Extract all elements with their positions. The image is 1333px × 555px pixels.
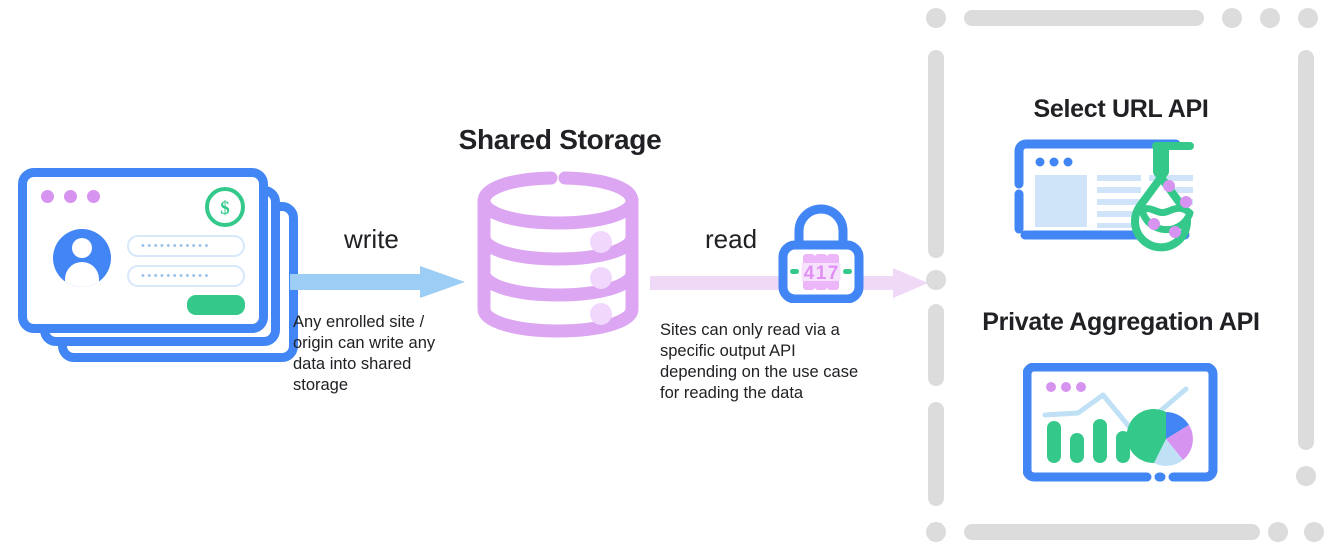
panel-border-dash	[964, 524, 1260, 540]
panel-border-dash	[928, 50, 944, 258]
panel-border-dot	[1296, 466, 1316, 486]
window-dot-3	[87, 190, 100, 203]
browser-flask-icon	[1013, 138, 1228, 258]
window-dot-2	[64, 190, 77, 203]
read-description: Sites can only read via a specific outpu…	[660, 321, 859, 402]
panel-border-dot	[1304, 522, 1324, 542]
window-dot-1	[41, 190, 54, 203]
panel-border-dash	[964, 10, 1204, 26]
panel-border-dot	[1222, 8, 1242, 28]
write-label: write	[344, 224, 399, 254]
svg-text:7: 7	[828, 263, 839, 284]
panel-border-dot	[1260, 8, 1280, 28]
source-site-card-stack: $ ••••••••••• •••••••••••	[18, 168, 298, 363]
window-dots	[41, 190, 100, 203]
padlock-icon: 4 1 7	[777, 203, 865, 304]
password-field-2[interactable]: •••••••••••	[127, 265, 245, 287]
password-field-1[interactable]: •••••••••••	[127, 235, 245, 257]
user-avatar-icon	[53, 229, 111, 287]
shared-storage-title: Shared Storage	[458, 124, 662, 155]
dollar-coin-icon: $	[205, 187, 245, 227]
select-url-api-title: Select URL API	[1033, 95, 1209, 123]
panel-border-dot	[1268, 522, 1288, 542]
submit-button[interactable]	[187, 295, 245, 315]
svg-text:4: 4	[804, 263, 815, 284]
read-label: read	[705, 224, 758, 254]
write-arrow	[290, 266, 465, 303]
panel-border-dot	[926, 522, 946, 542]
write-description: Any enrolled site / origin can write any…	[293, 313, 436, 394]
panel-border-dot	[1298, 8, 1318, 28]
private-aggregation-api-title: Private Aggregation API	[982, 308, 1260, 336]
output-apis-panel: Select URL API	[918, 8, 1324, 548]
panel-border-dash	[928, 304, 944, 386]
panel-border-dot	[926, 8, 946, 28]
shared-storage-cylinder-icon	[468, 165, 648, 345]
panel-border-dash	[928, 402, 944, 506]
browser-chart-icon	[1022, 362, 1221, 493]
panel-border-dot	[926, 270, 946, 290]
svg-text:1: 1	[816, 263, 827, 284]
svg-text:$: $	[220, 198, 230, 219]
panel-border-dash	[1298, 50, 1314, 450]
card-front: $ ••••••••••• •••••••••••	[18, 168, 268, 333]
